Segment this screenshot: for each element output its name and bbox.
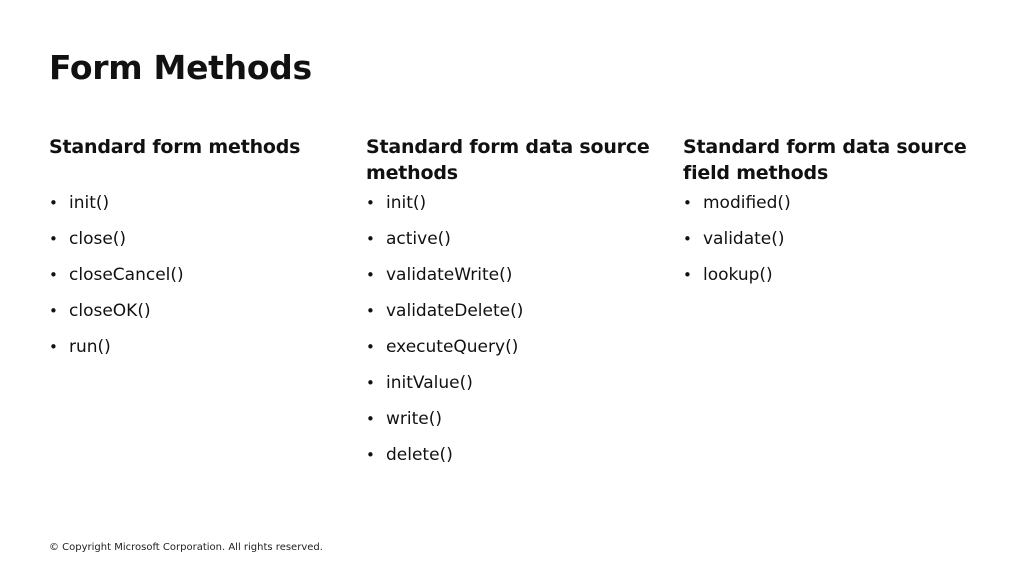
method-name: initValue() xyxy=(386,373,473,393)
copyright-notice: © Copyright Microsoft Corporation. All r… xyxy=(49,542,323,553)
list-item: • validate() xyxy=(683,229,973,265)
column-data-source-field-methods: Standard form data source field methods … xyxy=(683,134,973,301)
list-item: • modified() xyxy=(683,193,973,229)
method-name: active() xyxy=(386,229,451,249)
bullet-icon: • xyxy=(366,266,375,284)
bullet-icon: • xyxy=(49,302,58,320)
method-name: run() xyxy=(69,337,111,357)
bullet-icon: • xyxy=(49,230,58,248)
method-name: validateDelete() xyxy=(386,301,524,321)
list-item: • write() xyxy=(366,409,656,445)
method-name: lookup() xyxy=(703,265,773,285)
method-name: executeQuery() xyxy=(386,337,519,357)
method-name: modified() xyxy=(703,193,791,213)
list-item: • init() xyxy=(366,193,656,229)
bullet-icon: • xyxy=(49,338,58,356)
method-name: close() xyxy=(69,229,127,249)
column-heading: Standard form methods xyxy=(49,136,301,158)
bullet-icon: • xyxy=(366,230,375,248)
bullet-icon: • xyxy=(366,410,375,428)
method-name: validateWrite() xyxy=(386,265,513,285)
bullet-icon: • xyxy=(49,194,58,212)
list-item: • closeOK() xyxy=(49,301,339,337)
slide-title: Form Methods xyxy=(49,48,312,87)
list-item: • validateDelete() xyxy=(366,301,656,337)
method-list: • init() • active() • validateWrite() • vali… xyxy=(366,193,656,481)
bullet-icon: • xyxy=(366,338,375,356)
method-name: closeCancel() xyxy=(69,265,184,285)
list-item: • executeQuery() xyxy=(366,337,656,373)
column-heading: Standard form data source field methods xyxy=(683,136,967,184)
bullet-icon: • xyxy=(366,302,375,320)
list-item: • run() xyxy=(49,337,339,373)
list-item: • initValue() xyxy=(366,373,656,409)
bullet-icon: • xyxy=(366,194,375,212)
column-data-source-methods: Standard form data source methods • init(… xyxy=(366,134,656,481)
column-standard-form-methods: Standard form methods • init() • close() •… xyxy=(49,134,339,373)
bullet-icon: • xyxy=(683,266,692,284)
list-item: • lookup() xyxy=(683,265,973,301)
column-heading: Standard form data source methods xyxy=(366,136,650,184)
method-list: • init() • close() • closeCancel() • closeOK… xyxy=(49,193,339,373)
method-name: init() xyxy=(386,193,427,213)
bullet-icon: • xyxy=(366,374,375,392)
bullet-icon: • xyxy=(366,446,375,464)
method-list: • modified() • validate() • lookup() xyxy=(683,193,973,301)
method-name: closeOK() xyxy=(69,301,151,321)
method-name: validate() xyxy=(703,229,785,249)
list-item: • validateWrite() xyxy=(366,265,656,301)
list-item: • close() xyxy=(49,229,339,265)
method-name: init() xyxy=(69,193,110,213)
method-name: write() xyxy=(386,409,443,429)
bullet-icon: • xyxy=(49,266,58,284)
method-name: delete() xyxy=(386,445,453,465)
list-item: • closeCancel() xyxy=(49,265,339,301)
list-item: • delete() xyxy=(366,445,656,481)
list-item: • active() xyxy=(366,229,656,265)
bullet-icon: • xyxy=(683,230,692,248)
bullet-icon: • xyxy=(683,194,692,212)
list-item: • init() xyxy=(49,193,339,229)
